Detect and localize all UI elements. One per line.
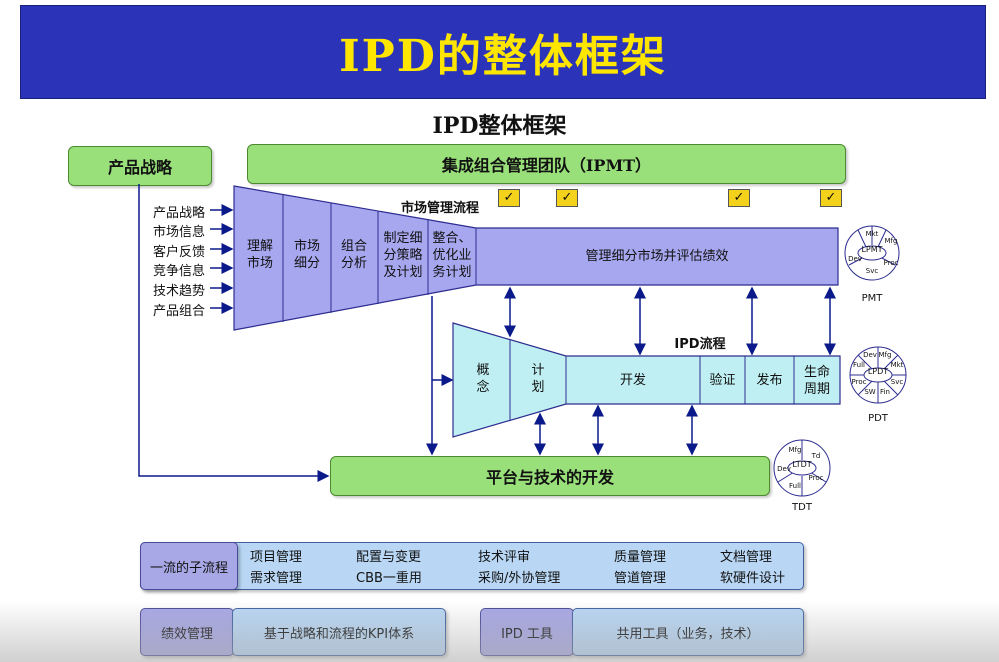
subprocess-item: 配置与变更 (356, 550, 422, 565)
perf-text: 基于战略和流程的KPI体系 (263, 626, 415, 642)
market-step-strategy: 制定细分策略及计划 (383, 231, 423, 280)
slide-title: IPD的整体框架 (339, 31, 667, 82)
diagram-title: IPD整体框架 (432, 113, 567, 139)
pdt-seg-sw: SW (864, 388, 876, 396)
ipmt-label: 集成组合管理团队（IPMT） (441, 156, 652, 175)
input-label: 市场信息 (153, 225, 206, 240)
perf-head: 绩效管理 (140, 608, 234, 656)
input-label: 技术趋势 (153, 284, 206, 299)
pmt-seg-mfg: Mfg (884, 237, 898, 245)
market-step-segment: 市场细分 (293, 239, 320, 271)
market-step-understand: 理解市场 (246, 239, 273, 271)
subprocess-item: 需求管理 (250, 571, 303, 586)
ipd-step-release: 发布 (756, 373, 783, 388)
subprocess-item: 采购/外协管理 (478, 571, 561, 586)
perf-box: 基于战略和流程的KPI体系 (232, 608, 446, 656)
subprocess-item: 项目管理 (250, 550, 303, 565)
ipd-step-develop: 开发 (619, 373, 646, 388)
input-label: 客户反馈 (153, 245, 206, 260)
subprocess-item: 技术评审 (478, 550, 531, 565)
platform-box: 平台与技术的开发 (330, 456, 770, 496)
market-step-portfolio: 组合分析 (340, 239, 367, 271)
tdt-seg-dev: Dev (777, 465, 791, 473)
pdt-seg-svc: Svc (890, 378, 904, 386)
market-manage-label: 管理细分市场并评估绩效 (585, 249, 729, 264)
ipd-step-plan: 计划 (531, 363, 545, 395)
pdt-seg-full: Full (853, 361, 865, 369)
tool-head: IPD 工具 (480, 608, 574, 656)
tdt-label: TDT (792, 502, 812, 513)
ipd-step-verify: 验证 (709, 373, 736, 388)
input-label: 产品组合 (153, 304, 206, 319)
product-strategy-label: 产品战略 (107, 158, 172, 177)
pmt-seg-mkt: Mkt (865, 230, 879, 238)
subprocess-head: 一流的子流程 (140, 542, 238, 590)
pdt-seg-mkt: Mkt (890, 361, 904, 369)
pmt-seg-dev: Dev (848, 255, 862, 263)
pmt-center: LPMT (861, 245, 883, 254)
subprocess-item: 文档管理 (720, 550, 773, 565)
platform-label: 平台与技术的开发 (485, 468, 614, 487)
ipmt-box: 集成组合管理团队（IPMT） (247, 144, 846, 184)
subprocess-row (140, 542, 804, 590)
ipd-step-concept: 概念 (476, 363, 490, 395)
pdt-team-circle (849, 346, 907, 404)
pdt-seg-mfg: Mfg (878, 351, 892, 359)
market-step-integrate: 整合、优化业务计划 (432, 231, 472, 280)
subprocess-item: 软硬件设计 (720, 571, 786, 586)
pmt-label: PMT (861, 293, 883, 304)
market-flow-title: 市场管理流程 (400, 201, 479, 216)
pdt-center: LPDT (867, 367, 889, 376)
subprocess-item: CBB一重用 (356, 571, 422, 586)
check-icon: ✓ (820, 189, 842, 207)
tool-text: 共用工具（业务，技术） (616, 626, 760, 642)
slide-title-bar: IPD的整体框架 (20, 5, 986, 99)
check-icon: ✓ (728, 189, 750, 207)
tool-box: 共用工具（业务，技术） (572, 608, 804, 656)
check-icon: ✓ (556, 189, 578, 207)
subprocess-item: 质量管理 (614, 550, 667, 565)
product-strategy-box: 产品战略 (68, 146, 212, 186)
tdt-seg-full: Full (789, 482, 801, 490)
tdt-seg-mfg: Mfg (788, 446, 802, 454)
pmt-seg-proc: Proc (883, 259, 899, 267)
ipd-flow-title: IPD流程 (674, 337, 726, 352)
pdt-seg-proc: Proc (851, 378, 867, 386)
input-label: 产品战略 (153, 206, 206, 221)
tdt-seg-td: Td (811, 452, 821, 460)
pdt-label: PDT (868, 413, 888, 424)
tdt-center: LTDT (792, 460, 812, 469)
tdt-seg-proc: Proc (808, 474, 824, 482)
subprocess-item: 管道管理 (614, 571, 667, 586)
input-arrows (138, 184, 836, 482)
pdt-seg-dev: Dev (863, 351, 877, 359)
ipd-step-lifecycle: 生命周期 (803, 365, 830, 397)
pmt-seg-svc: Svc (865, 267, 879, 275)
check-icon: ✓ (498, 189, 520, 207)
pdt-seg-fin: Fin (880, 388, 890, 396)
input-label: 竞争信息 (153, 264, 206, 279)
tdt-team-circle (773, 439, 831, 497)
pmt-team-circle (844, 225, 900, 281)
